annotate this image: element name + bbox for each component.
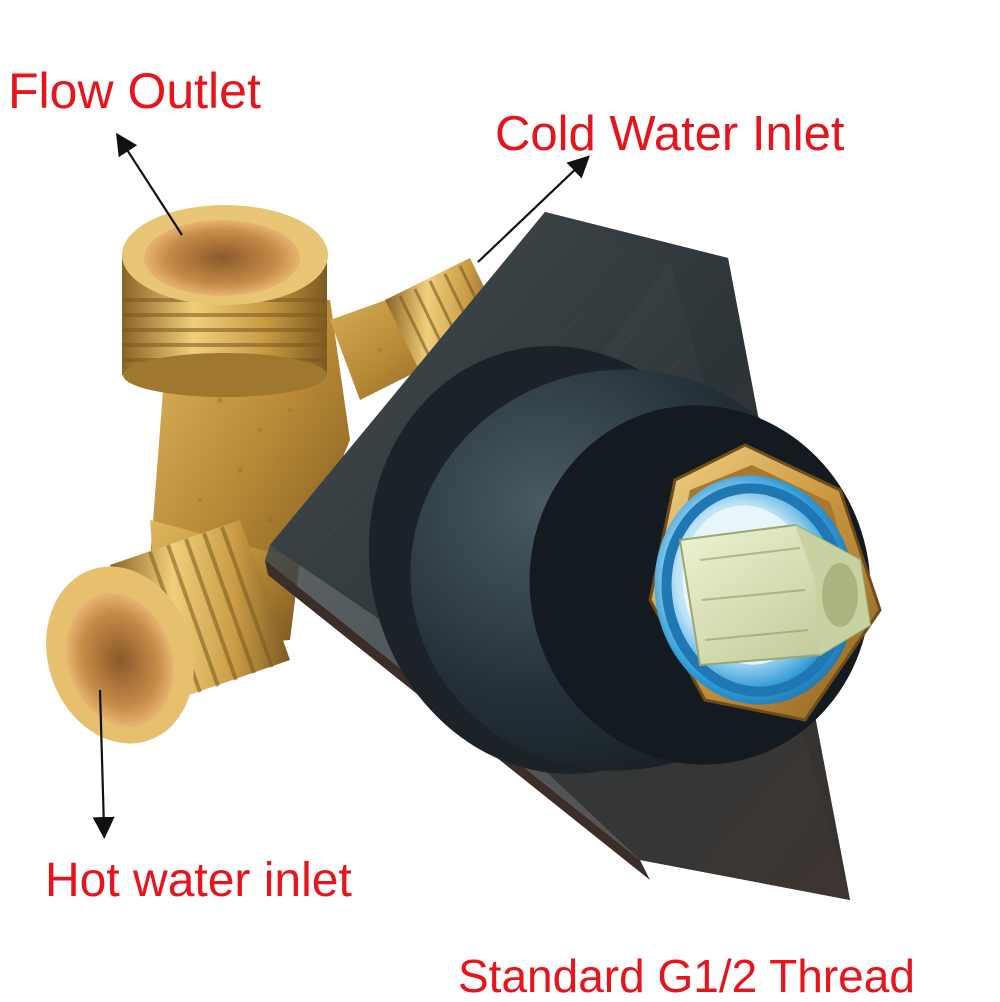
- cold-water-inlet-label: Cold Water Inlet: [495, 107, 845, 161]
- flow-outlet-arrow: [116, 132, 183, 236]
- cold-inlet-arrow: [477, 155, 590, 263]
- thread-spec-label: Standard G1/2 Thread: [458, 950, 915, 1002]
- hot-inlet-pipe: [46, 520, 290, 744]
- flow-outlet-pipe: [122, 205, 328, 397]
- hot-inlet-arrow: [92, 689, 115, 839]
- cartridge-stem: [678, 523, 872, 667]
- hot-water-inlet-label: Hot water inlet: [45, 854, 352, 907]
- annotation-arrows: [92, 132, 590, 839]
- flow-outlet-label: Flow Outlet: [8, 63, 261, 119]
